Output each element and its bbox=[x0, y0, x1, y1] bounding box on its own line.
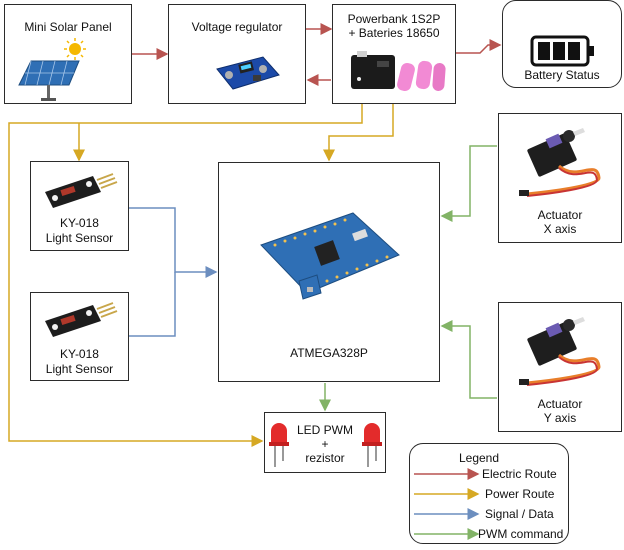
actuator-y-axis: Y axis bbox=[543, 411, 577, 425]
signal-sensor1-to-mcu bbox=[129, 207, 218, 278]
power-route-mcu bbox=[323, 104, 394, 162]
light-sensor-1-model: KY-018 bbox=[60, 216, 99, 230]
light-sensor-2-model: KY-018 bbox=[60, 347, 99, 361]
servo-x-icon bbox=[519, 128, 601, 197]
power-route-left bbox=[8, 104, 363, 447]
battery-icon bbox=[530, 35, 594, 67]
light-sensor-1-icon bbox=[45, 173, 118, 208]
legend-power-label: Power Route bbox=[485, 487, 555, 501]
battery-status-node[interactable]: Battery Status bbox=[502, 0, 622, 88]
actuator-x-axis: X axis bbox=[543, 222, 577, 236]
servo-y-icon bbox=[519, 317, 601, 386]
light-sensor-2-name: Light Sensor bbox=[45, 362, 114, 376]
solar-panel-node[interactable]: Mini Solar Panel bbox=[4, 4, 132, 104]
light-sensor-1-name: Light Sensor bbox=[45, 231, 114, 245]
light-sensor-2-node[interactable]: KY-018 Light Sensor bbox=[30, 292, 129, 381]
led-left-icon bbox=[269, 423, 289, 467]
led-right-icon bbox=[362, 423, 382, 467]
led-node[interactable]: LED PWM + rezistor bbox=[264, 412, 386, 473]
light-sensor-1-node[interactable]: KY-018 Light Sensor bbox=[30, 161, 129, 251]
pwm-mcu-to-actuator-y bbox=[440, 320, 497, 399]
legend-swatches bbox=[414, 468, 480, 540]
legend-signal-label: Signal / Data bbox=[485, 507, 554, 521]
legend-panel: Legend Electric Route Power Route Signal… bbox=[409, 443, 569, 544]
voltage-regulator-icon bbox=[216, 56, 280, 90]
light-sensor-2-icon bbox=[45, 302, 118, 337]
pwm-mcu-to-actuator-x bbox=[440, 145, 497, 222]
mcu-node[interactable]: ATMEGA328P bbox=[218, 162, 440, 382]
actuator-y-title: Actuator bbox=[537, 397, 583, 411]
voltage-regulator-node[interactable]: Voltage regulator bbox=[168, 4, 306, 104]
legend-electric-label: Electric Route bbox=[482, 467, 557, 481]
powerbank-label-line1: Powerbank 1S2P bbox=[347, 12, 441, 26]
led-label-line2: + bbox=[321, 437, 329, 451]
solar-panel-label: Mini Solar Panel bbox=[24, 20, 112, 34]
actuator-y-node[interactable]: Actuator Y axis bbox=[498, 302, 622, 432]
led-label-line1: LED PWM bbox=[296, 423, 353, 437]
battery-status-label: Battery Status bbox=[524, 68, 600, 82]
powerbank-label-line2: + Bateries 18650 bbox=[348, 26, 440, 40]
led-label-line3: rezistor bbox=[305, 451, 345, 465]
actuator-x-node[interactable]: Actuator X axis bbox=[498, 113, 622, 243]
powerbank-node[interactable]: Powerbank 1S2P + Bateries 18650 bbox=[332, 4, 456, 104]
mcu-board-icon bbox=[260, 212, 400, 300]
wire-powerbank-to-battery bbox=[456, 39, 502, 54]
mcu-label: ATMEGA328P bbox=[290, 346, 368, 360]
signal-sensor2-to-mcu bbox=[129, 272, 176, 337]
actuator-x-title: Actuator bbox=[537, 208, 583, 222]
powerbank-icon bbox=[351, 51, 446, 92]
legend-pwm-label: PWM command bbox=[478, 527, 564, 541]
solar-panel-icon bbox=[18, 38, 86, 101]
voltage-regulator-label: Voltage regulator bbox=[191, 20, 283, 34]
legend-title: Legend bbox=[458, 451, 500, 465]
